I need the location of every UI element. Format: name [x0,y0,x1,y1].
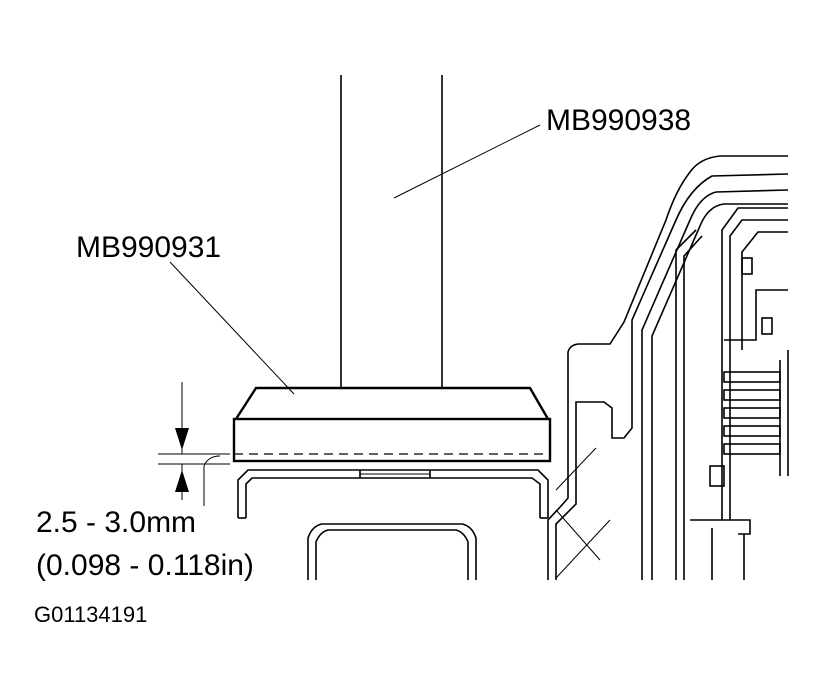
leader-mb990938 [393,124,541,199]
figure-id: G01134191 [34,602,147,627]
dimension-marker [158,382,230,506]
drum-part [237,469,549,580]
label-mb990938: MB990938 [546,104,691,137]
leader-mb990931 [169,261,295,395]
label-dimension-in: (0.098 - 0.118in) [36,549,254,582]
transmission-case [547,155,789,580]
tool-shaft-mb990938 [340,75,443,388]
label-dimension-mm: 2.5 - 3.0mm [36,506,196,539]
label-mb990931: MB990931 [76,231,221,264]
tool-head-mb990931 [232,386,552,463]
